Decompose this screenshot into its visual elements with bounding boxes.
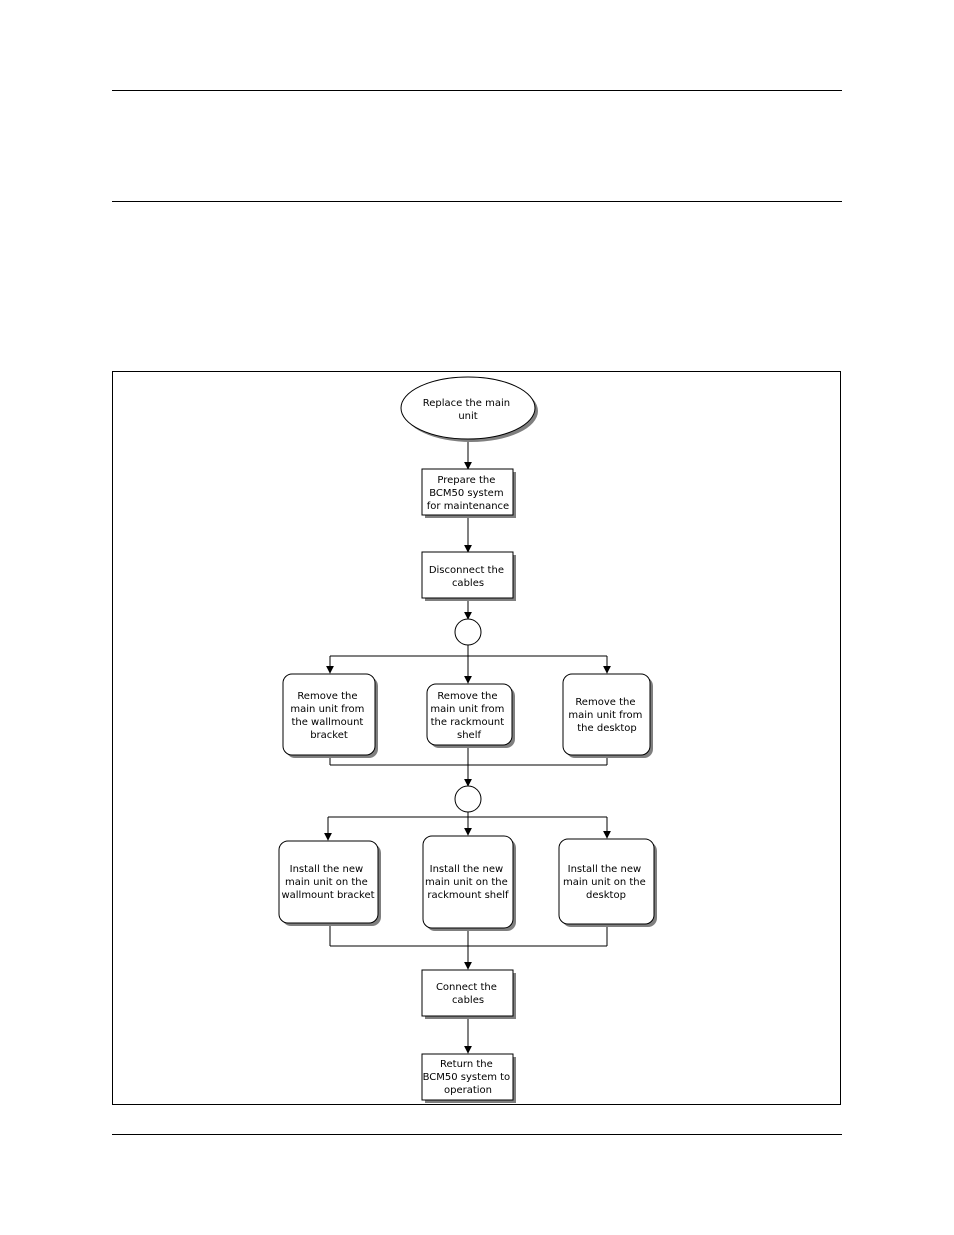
node-start: Replace the main unit xyxy=(400,376,538,442)
node-install-rackmount: Install the new main unit on the rackmou… xyxy=(422,835,516,931)
junction-circle-2 xyxy=(454,785,482,813)
node-prepare: Prepare the BCM50 system for maintenance xyxy=(421,468,516,518)
footer-rule xyxy=(112,1134,842,1135)
node-remove-desktop: Remove the main unit from the desktop xyxy=(562,673,653,758)
node-remove-wallmount: Remove the main unit from the wallmount … xyxy=(282,673,378,758)
node-remove-rackmount: Remove the main unit from the rackmount … xyxy=(426,683,515,748)
node-install-rackmount-label: Install the new main unit on the rackmou… xyxy=(425,864,511,901)
node-return-label: Return the BCM50 system to operation xyxy=(423,1059,514,1096)
node-install-desktop: Install the new main unit on the desktop xyxy=(558,838,657,927)
node-remove-wallmount-label: Remove the main unit from the wallmount … xyxy=(290,691,367,741)
node-disconnect-label: Disconnect the cables xyxy=(429,565,507,589)
node-install-desktop-label: Install the new main unit on the desktop xyxy=(563,864,649,901)
node-install-wallmount: Install the new main unit on the wallmou… xyxy=(278,840,381,926)
node-return: Return the BCM50 system to operation xyxy=(421,1053,516,1103)
figure-frame xyxy=(112,371,841,1105)
node-remove-desktop-label: Remove the main unit from the desktop xyxy=(568,697,645,734)
connector-lines xyxy=(324,440,611,1054)
node-disconnect: Disconnect the cables xyxy=(421,551,516,601)
node-prepare-label: Prepare the BCM50 system for maintenance xyxy=(427,475,509,512)
node-install-wallmount-label: Install the new main unit on the wallmou… xyxy=(281,864,374,901)
node-connect: Connect the cables xyxy=(421,969,516,1019)
node-start-label: Replace the main unit xyxy=(423,398,514,422)
node-remove-rackmount-label: Remove the main unit from the rackmount … xyxy=(430,691,507,741)
junction-circle-1 xyxy=(454,618,482,646)
header-rule-bottom xyxy=(112,201,842,202)
node-connect-label: Connect the cables xyxy=(436,982,500,1006)
header-rule-top xyxy=(112,90,842,91)
